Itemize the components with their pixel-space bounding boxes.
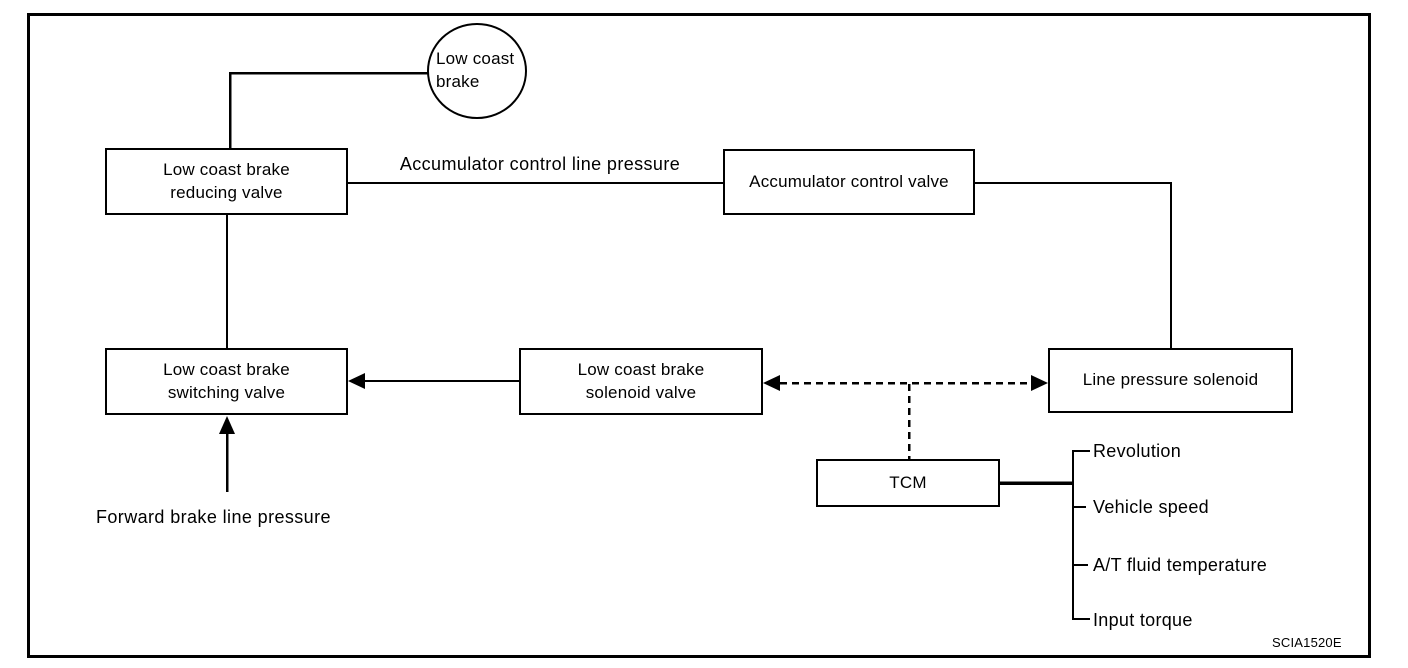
arrowhead-left-dashed	[763, 375, 780, 391]
label-tcm-input-input-torque: Input torque	[1093, 610, 1193, 630]
node-low-coast-brake-switching-valve: Low coast brake switching valve	[105, 348, 348, 415]
outer-border	[27, 13, 1371, 658]
label-tcm-input-vehicle-speed: Vehicle speed	[1093, 497, 1209, 517]
node-tcm: TCM	[816, 459, 1000, 507]
node-low-coast-brake-reducing-valve: Low coast brake reducing valve	[105, 148, 348, 215]
label-accumulator-control-line-pressure: Accumulator control line pressure	[399, 154, 681, 174]
label-tcm-input-revolution: Revolution	[1093, 441, 1182, 461]
figure-code: SCIA1520E	[1272, 635, 1342, 650]
arrowhead-up-solid	[219, 416, 235, 434]
wire-circle-to-reducing-valve	[228, 71, 429, 148]
label-forward-brake-line-pressure: Forward brake line pressure	[96, 507, 331, 527]
arrowhead-right-dashed	[1031, 375, 1048, 391]
label-tcm-input-at-fluid-temperature: A/T fluid temperature	[1093, 555, 1268, 575]
wire-accumulator-to-line-pressure-solenoid	[975, 182, 1172, 348]
node-line-pressure-solenoid: Line pressure solenoid	[1048, 348, 1293, 413]
node-accumulator-control-valve: Accumulator control valve	[723, 149, 975, 215]
node-low-coast-brake: Low coast brake	[427, 23, 527, 119]
wire-sensor-spine	[1072, 450, 1090, 620]
node-low-coast-brake-solenoid-valve: Low coast brake solenoid valve	[519, 348, 763, 415]
arrowhead-left-solid	[348, 373, 365, 389]
